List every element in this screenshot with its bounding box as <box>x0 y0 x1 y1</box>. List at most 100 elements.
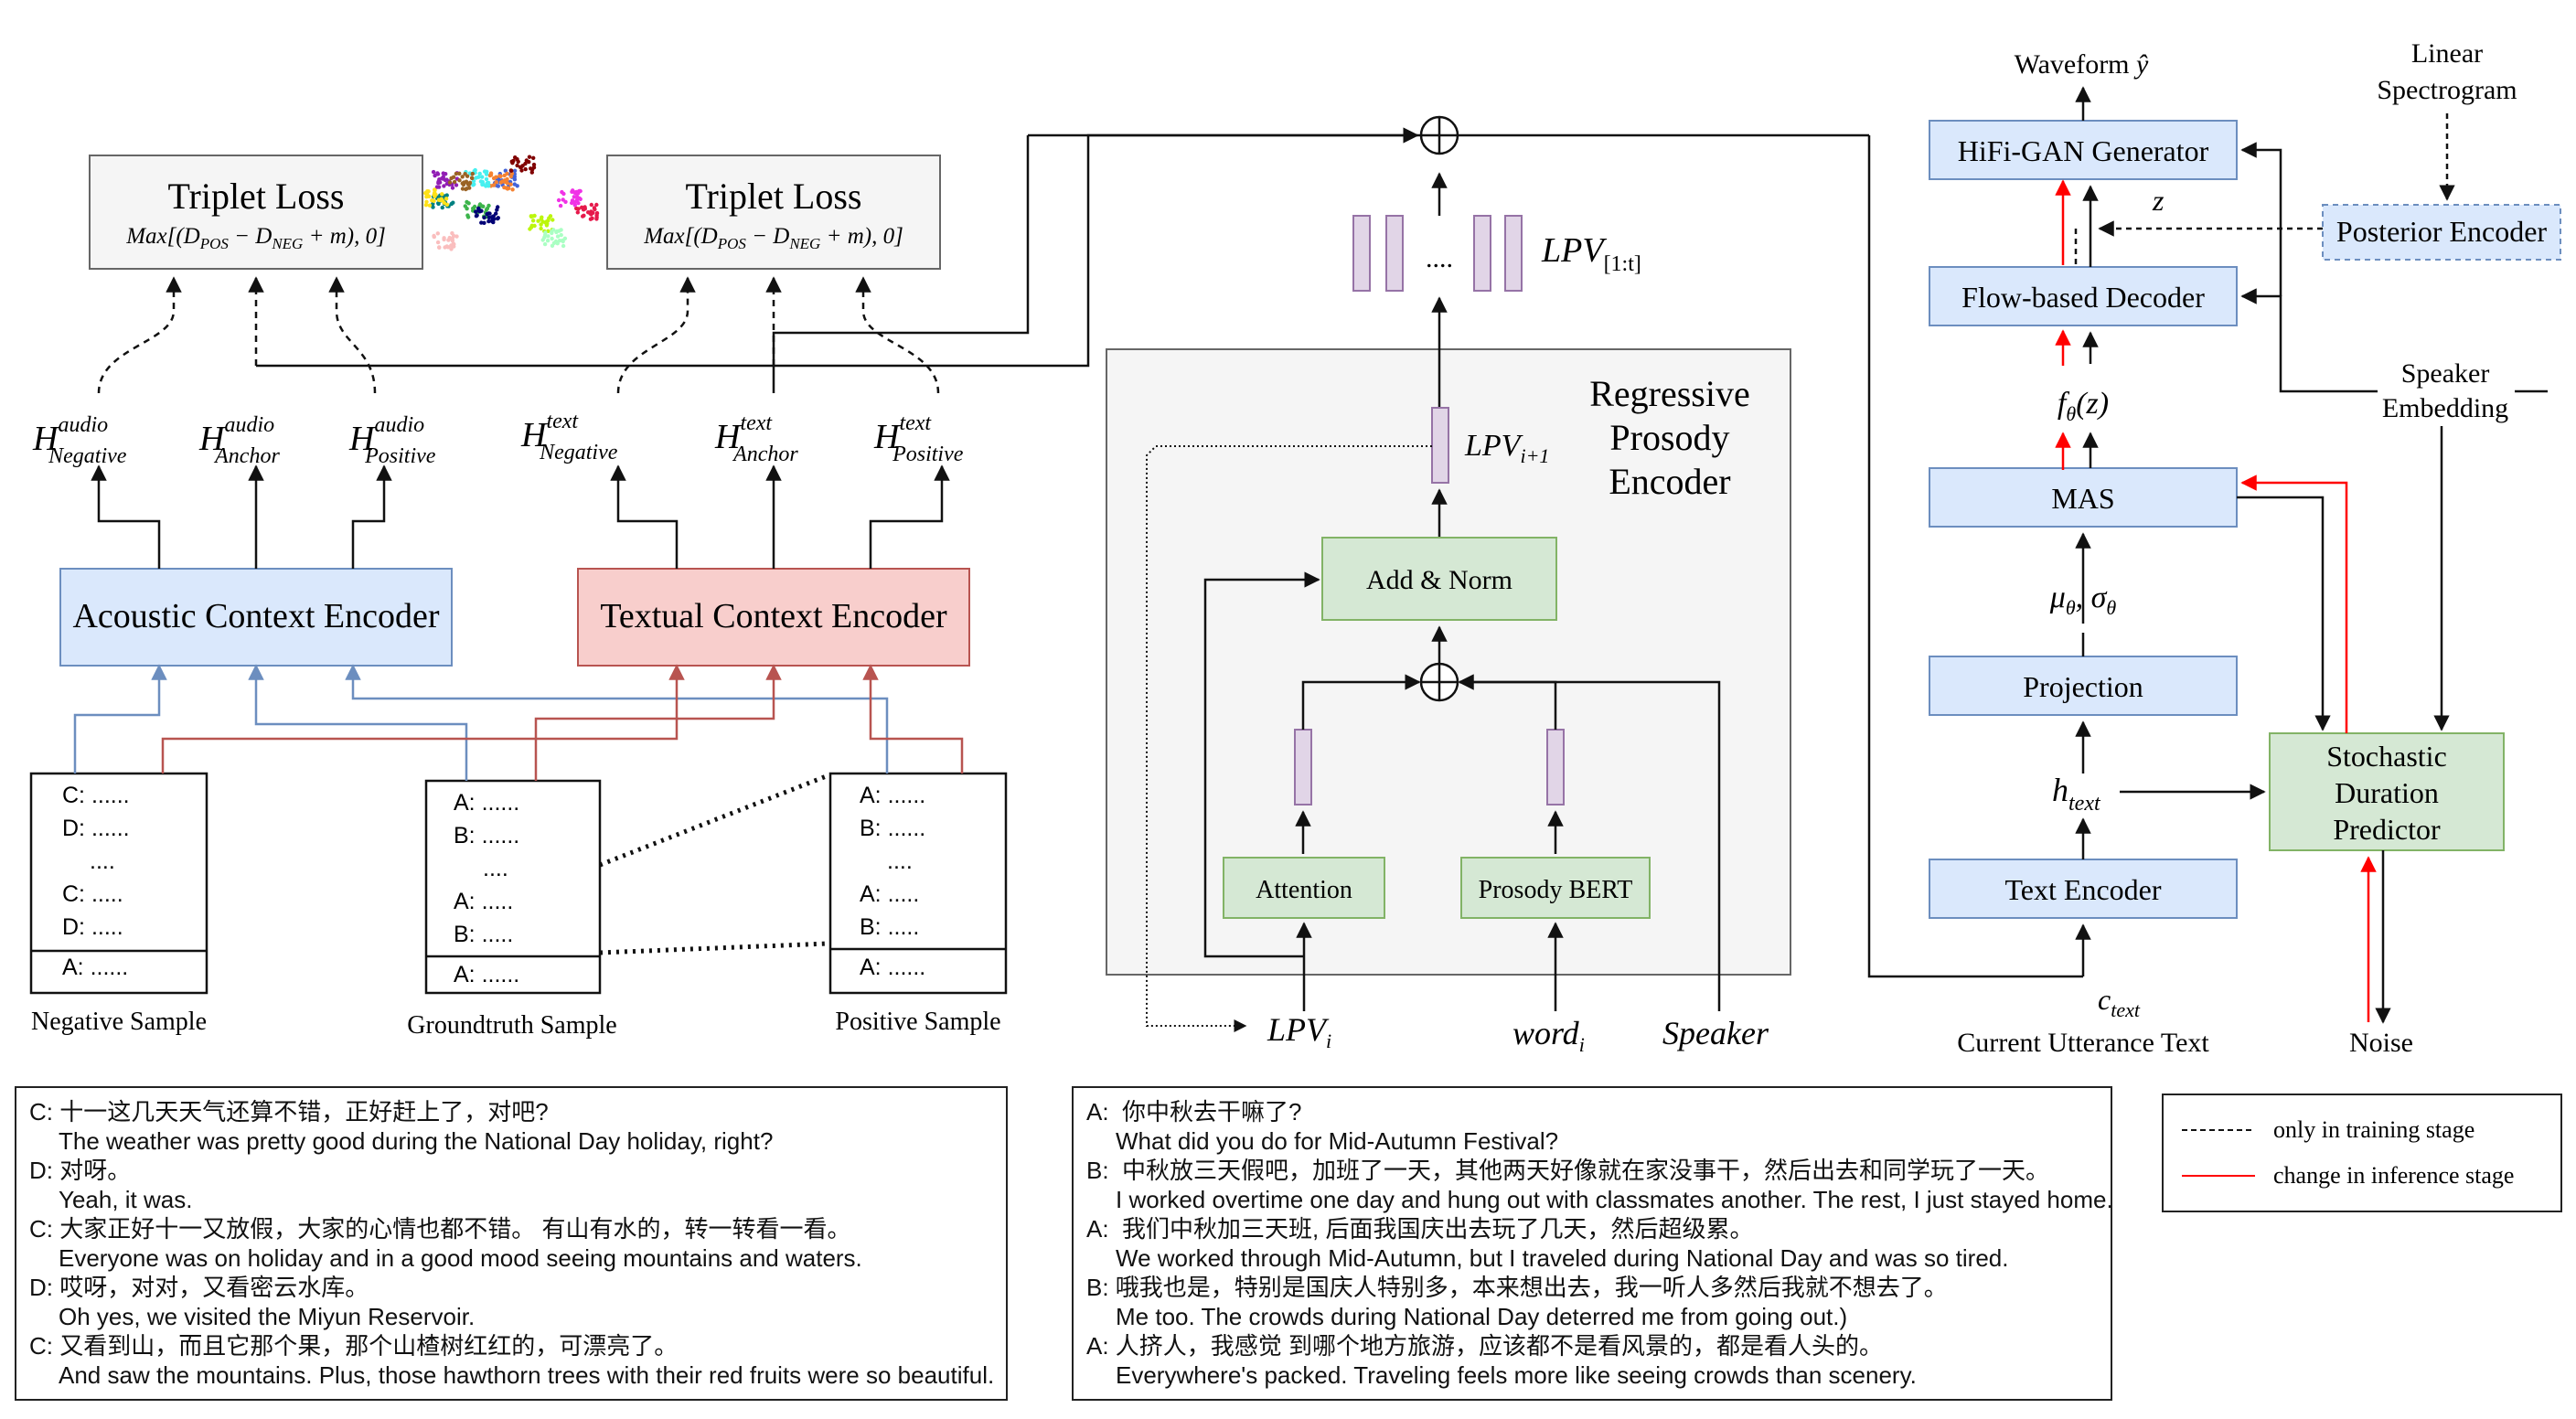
tsne-dot <box>473 167 477 173</box>
tsne-dot <box>427 194 432 198</box>
svg-text:....: .... <box>90 848 115 874</box>
tsne-dot <box>477 209 482 214</box>
tsne-dot <box>435 171 440 176</box>
tsne-dot <box>543 230 548 235</box>
anchor-to-plus-lines <box>256 127 1436 393</box>
speaker-embedding-bg <box>2378 357 2515 426</box>
triplet-loss-text: Triplet Loss Max[(DPOS − DNEG + m), 0] <box>606 155 941 270</box>
tsne-dot <box>508 168 513 173</box>
tsne-dot <box>558 203 563 208</box>
tsne-dot <box>449 201 454 207</box>
tsne-dot <box>497 174 502 178</box>
tsne-dot <box>440 192 444 197</box>
tsne-dot <box>512 177 518 182</box>
tsne-dot <box>531 155 536 160</box>
tsne-dot <box>486 219 491 224</box>
tsne-dot <box>482 215 486 220</box>
dialog-en-line: And saw the mountains. Plus, those hawth… <box>59 1361 995 1389</box>
top-sum-node <box>1419 115 1459 155</box>
tsne-dot <box>457 171 462 176</box>
attention-output-bar <box>1294 729 1312 806</box>
tsne-dot <box>451 175 456 179</box>
tsne-dot <box>474 209 478 214</box>
tsne-dot <box>554 229 560 234</box>
dialog-en-line: Everywhere's packed. Traveling feels mor… <box>1116 1361 1917 1389</box>
svg-text:A: ......: A: ...... <box>62 955 128 980</box>
tsne-dot <box>465 215 471 219</box>
tsne-dot <box>578 188 583 194</box>
tsne-dot <box>435 231 440 236</box>
svg-text:A: .....: A: ..... <box>454 889 513 914</box>
tsne-dot <box>561 197 565 202</box>
tsne-dot <box>527 155 532 159</box>
dialog-zh-line: A: 人挤人，我感觉 到哪个地方旅游，应该都不是看风景的，都是看人头的。 <box>1086 1332 1884 1360</box>
svg-text:Text Encoder: Text Encoder <box>2004 873 2161 906</box>
triplet-loss-audio: Triplet Loss Max[(DPOS − DNEG + m), 0] <box>89 155 423 270</box>
tsne-dot <box>589 202 593 208</box>
speaker-line <box>1459 680 1721 1011</box>
add-norm-block: Add & Norm <box>1321 537 1557 621</box>
tsne-dot <box>433 190 437 195</box>
lpv-i-label: LPVi <box>1267 1011 1331 1052</box>
tsne-dot <box>485 212 489 217</box>
training-only-dashed-arrows <box>2074 113 2455 265</box>
svg-text:Flow-based Decoder: Flow-based Decoder <box>1961 281 2205 314</box>
legend-swatches: only in training stage change in inferen… <box>2182 1116 2514 1189</box>
tsne-dot <box>433 173 437 178</box>
dialog-zh-line: C: 十一这几天天气还算不错，正好赶上了，对吧? <box>29 1098 549 1126</box>
tsne-dot <box>515 163 519 168</box>
tsne-dot <box>460 181 465 186</box>
dialog-zh-line: A: 你中秋去干嘛了? <box>1086 1098 1302 1126</box>
svg-text:Acoustic Context Encoder: Acoustic Context Encoder <box>72 597 439 635</box>
tsne-dot <box>470 171 475 176</box>
sample-to-encoder-wiring <box>73 664 964 781</box>
svg-text:Predictor: Predictor <box>2333 813 2441 846</box>
dialog-zh-line: A: 我们中秋加三天班, 后面我国庆出去玩了几天，然后超级累。 <box>1086 1215 1754 1243</box>
hifigan-generator-block: HiFi-GAN Generator <box>1929 120 2238 180</box>
tsne-dot <box>476 175 481 179</box>
triplet-loss-formula: Max[(DPOS − DNEG + m), 0] <box>643 224 903 252</box>
legend: only in training stage change in inferen… <box>2162 1094 2562 1212</box>
tsne-dot <box>510 187 515 192</box>
tsne-dot <box>548 214 553 219</box>
dialog-en-line: Everyone was on holiday and in a good mo… <box>59 1244 862 1272</box>
svg-text:B: ......: B: ...... <box>454 823 519 848</box>
tsne-dot <box>439 197 444 201</box>
tsne-dot <box>442 237 446 242</box>
tsne-dot <box>504 186 508 190</box>
lpv-next-label: LPVi+1 <box>1464 429 1549 467</box>
tsne-dot <box>581 208 586 212</box>
negative-sample-caption: Negative Sample <box>31 1008 207 1036</box>
svg-text:MAS: MAS <box>2051 482 2114 515</box>
tsne-dot <box>530 219 536 223</box>
tsne-dot <box>576 201 581 206</box>
tsne-dot <box>471 206 476 211</box>
tsne-dot <box>594 210 600 216</box>
tsne-dot <box>529 170 534 175</box>
tsne-dot <box>463 204 467 208</box>
tsne-dot <box>505 171 509 176</box>
tsne-dot <box>427 203 433 208</box>
tsne-dot <box>471 183 476 187</box>
dialog-zh-line: D: 哎呀，对对，又看密云水库。 <box>29 1274 369 1301</box>
tsne-dot <box>505 181 509 186</box>
tsne-dot <box>528 227 532 231</box>
tsne-dot <box>575 210 580 215</box>
tsne-dot <box>454 183 459 187</box>
lpv-seq-label: LPV[1:t] <box>1541 231 1641 276</box>
dialog-zh-line: B: 中秋放三天假吧，加班了一天，其他两天好像就在家没事干，然后出去和同学玩了一… <box>1086 1157 2050 1184</box>
tsne-dot <box>430 198 434 203</box>
tsne-dot <box>454 234 459 239</box>
encoder-output-arrows <box>91 464 950 569</box>
tsne-dot <box>457 178 462 183</box>
posterior-encoder-block: Posterior Encoder <box>2322 204 2561 261</box>
tsne-dot <box>561 243 566 249</box>
lpvi-residual-arrow <box>1203 571 1320 958</box>
dialog-en-line: Yeah, it was. <box>59 1186 193 1213</box>
tsne-dot <box>572 203 577 208</box>
negative-sample-box <box>29 772 208 995</box>
